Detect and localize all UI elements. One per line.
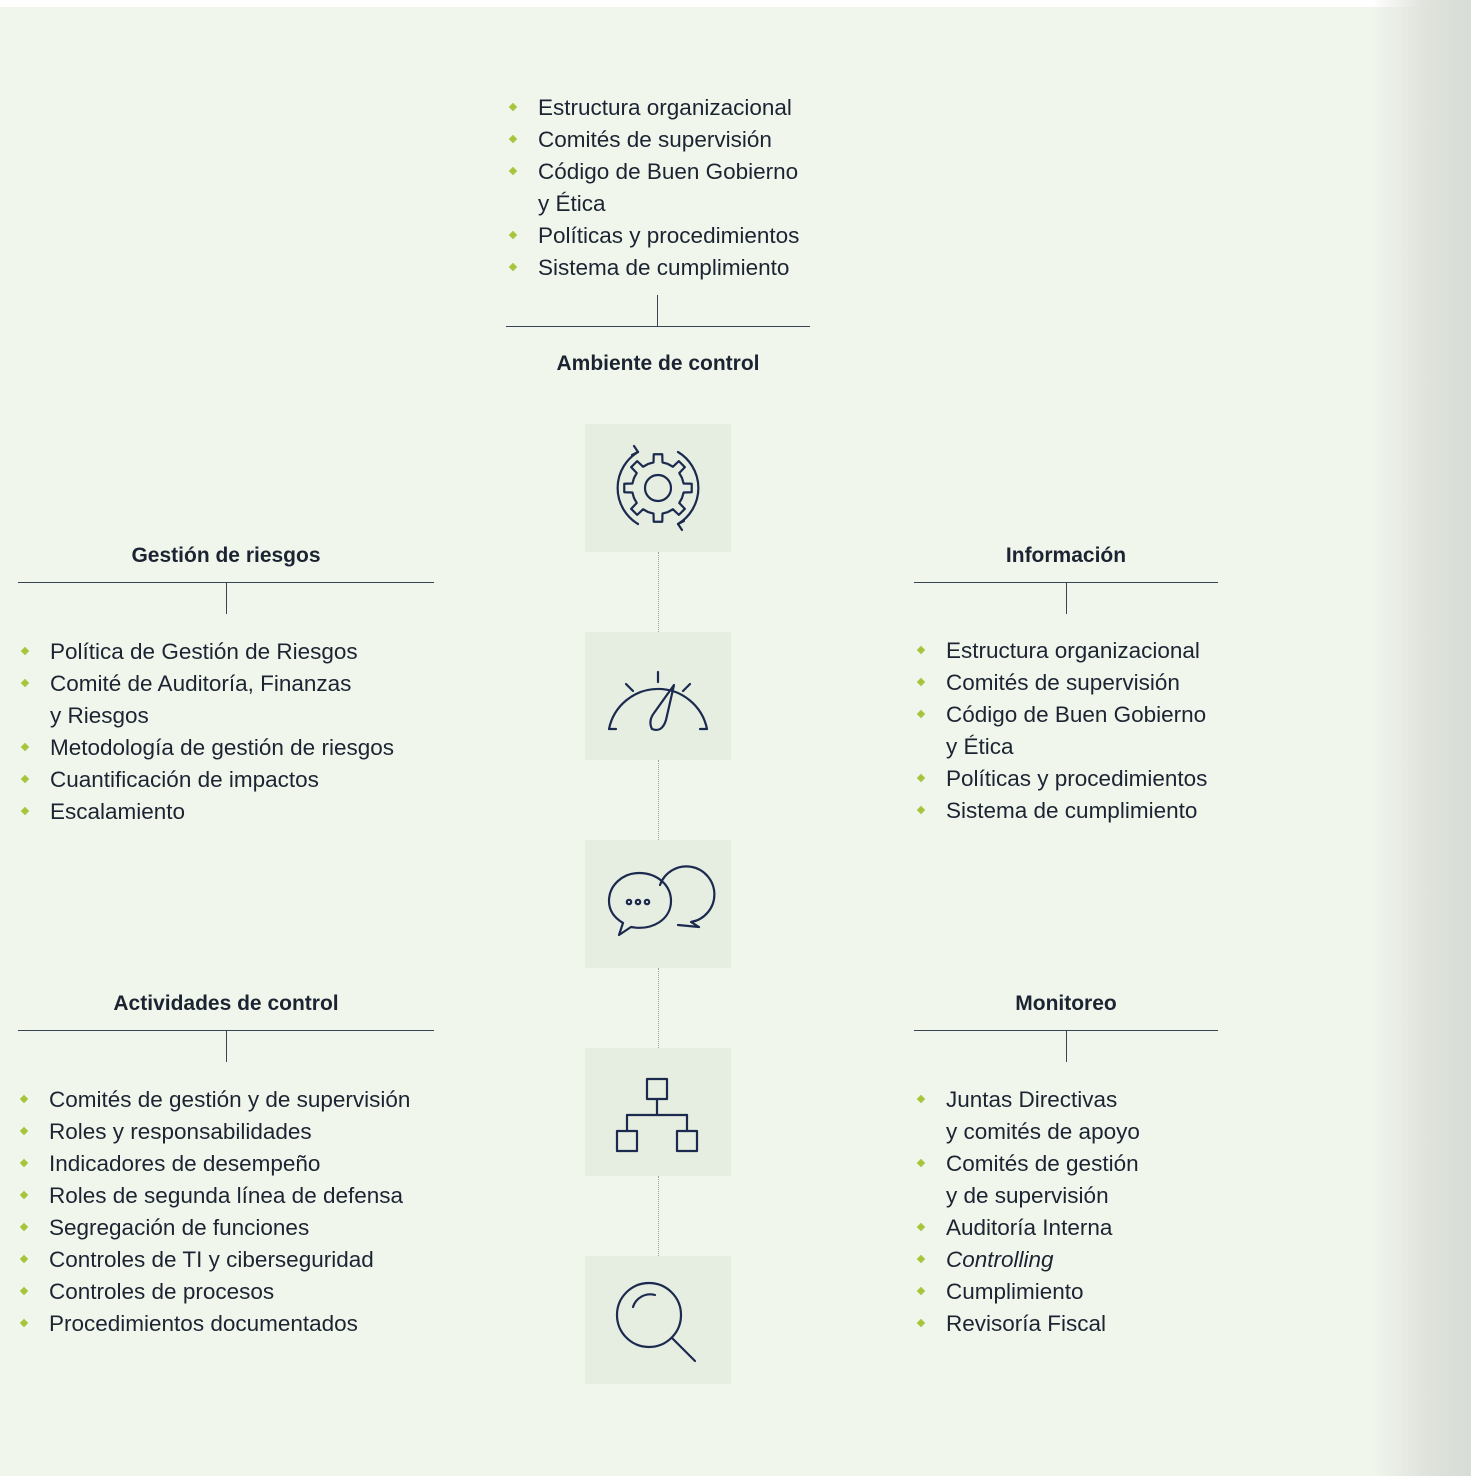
- list-item-text: Escalamiento: [50, 799, 186, 824]
- list-item: Controlling: [915, 1244, 1140, 1276]
- list-item-text: Código de Buen Gobierno: [946, 702, 1207, 727]
- riesgos-rule: [18, 582, 434, 583]
- speedometer-icon: [607, 670, 709, 732]
- list-item-text: Políticas y procedimientos: [946, 766, 1208, 791]
- list-item-text: Juntas Directivas: [946, 1087, 1118, 1112]
- list-item-text: Revisoría Fiscal: [946, 1311, 1107, 1336]
- list-item: Comités de gestión y de supervisión: [18, 1084, 410, 1116]
- list-item: Política de Gestión de Riesgos: [19, 636, 394, 668]
- list-item-text: y comités de apoyo: [946, 1119, 1140, 1144]
- list-item-text: Segregación de funciones: [49, 1215, 310, 1240]
- chat-bubbles-icon-box: [585, 840, 731, 968]
- list-item: Cuantificación de impactos: [19, 764, 394, 796]
- monitoreo-rule: [914, 1030, 1218, 1031]
- list-item-text: Cuantificación de impactos: [50, 767, 319, 792]
- ambiente-rule: [506, 326, 810, 327]
- hierarchy-icon: [615, 1077, 699, 1153]
- gear-cycle-icon-box: [585, 424, 731, 552]
- chat-bubbles-icon: [607, 865, 716, 937]
- list-item-text: Metodología de gestión de riesgos: [50, 735, 394, 760]
- list-item-text: Auditoría Interna: [946, 1215, 1113, 1240]
- list-item: Estructura organizacional: [915, 635, 1207, 667]
- magnifier-icon: [615, 1281, 697, 1363]
- list-item-text: Comité de Auditoría, Finanzas: [50, 671, 352, 696]
- list-item-text: Política de Gestión de Riesgos: [50, 639, 358, 664]
- list-item-text: Código de Buen Gobierno: [538, 159, 799, 184]
- list-item: Segregación de funciones: [18, 1212, 410, 1244]
- gear-cycle-icon: [616, 444, 700, 532]
- list-item-text: Controlling: [946, 1247, 1054, 1272]
- list-item: Revisoría Fiscal: [915, 1308, 1140, 1340]
- list-item-text: Cumplimiento: [946, 1279, 1084, 1304]
- list-item: Estructura organizacional: [507, 92, 799, 124]
- informacion-connector: [1066, 583, 1067, 614]
- magnifier-icon-box: [585, 1256, 731, 1384]
- list-item: Código de Buen Gobierno y Ética: [915, 699, 1207, 763]
- list-item-text: Estructura organizacional: [538, 95, 792, 120]
- list-item-text: Políticas y procedimientos: [538, 223, 800, 248]
- list-item: Indicadores de desempeño: [18, 1148, 410, 1180]
- actividades-rule: [18, 1030, 434, 1031]
- list-item: Controles de TI y ciberseguridad: [18, 1244, 410, 1276]
- actividades-heading: Actividades de control: [113, 992, 339, 1015]
- icon-connector-4: [658, 1176, 659, 1256]
- list-item-text: y Ética: [946, 734, 1014, 759]
- actividades-connector: [226, 1031, 227, 1062]
- hierarchy-icon-box: [585, 1048, 731, 1176]
- list-item-text: Procedimientos documentados: [49, 1311, 358, 1336]
- list-item-text: Indicadores de desempeño: [49, 1151, 321, 1176]
- list-item: Comités de supervisión: [507, 124, 799, 156]
- list-item-text: Comités de supervisión: [538, 127, 772, 152]
- list-item: Sistema de cumplimiento: [915, 795, 1207, 827]
- icon-connector-2: [658, 760, 659, 840]
- list-item-text: Estructura organizacional: [946, 638, 1200, 663]
- riesgos-connector: [226, 583, 227, 614]
- list-item: Cumplimiento: [915, 1276, 1140, 1308]
- list-item: Juntas Directivas y comités de apoyo: [915, 1084, 1140, 1148]
- list-item: Comités de gestión y de supervisión: [915, 1148, 1140, 1212]
- list-item-text: Comités de supervisión: [946, 670, 1180, 695]
- list-item-text: Controles de TI y ciberseguridad: [49, 1247, 374, 1272]
- informacion-heading: Información: [1005, 544, 1127, 567]
- list-item: Políticas y procedimientos: [507, 220, 799, 252]
- list-item: Sistema de cumplimiento: [507, 252, 799, 284]
- list-item: Escalamiento: [19, 796, 394, 828]
- list-item: Código de Buen Gobierno y Ética: [507, 156, 799, 220]
- list-item-text: Sistema de cumplimiento: [946, 798, 1198, 823]
- list-item: Comités de supervisión: [915, 667, 1207, 699]
- ambiente-connector: [657, 295, 658, 326]
- list-item: Roles y responsabilidades: [18, 1116, 410, 1148]
- informacion-rule: [914, 582, 1218, 583]
- list-item-text: y Ética: [538, 191, 606, 216]
- top-strip: [0, 0, 1471, 7]
- list-item-text: Controles de procesos: [49, 1279, 275, 1304]
- list-item-text: Comités de gestión y de supervisión: [49, 1087, 411, 1112]
- list-item-text: y Riesgos: [50, 703, 149, 728]
- icon-connector-1: [658, 552, 659, 632]
- list-item: Comité de Auditoría, Finanzas y Riesgos: [19, 668, 394, 732]
- list-item: Políticas y procedimientos: [915, 763, 1207, 795]
- ambiente-heading: Ambiente de control: [556, 352, 760, 375]
- list-item-text: Roles de segunda línea de defensa: [49, 1183, 404, 1208]
- list-item-text: Roles y responsabilidades: [49, 1119, 312, 1144]
- riesgos-heading: Gestión de riesgos: [131, 544, 321, 567]
- list-item: Roles de segunda línea de defensa: [18, 1180, 410, 1212]
- list-item-text: Comités de gestión: [946, 1151, 1139, 1176]
- list-item: Auditoría Interna: [915, 1212, 1140, 1244]
- list-item: Procedimientos documentados: [18, 1308, 410, 1340]
- list-item: Controles de procesos: [18, 1276, 410, 1308]
- monitoreo-connector: [1066, 1031, 1067, 1062]
- icon-connector-3: [658, 968, 659, 1048]
- speedometer-icon-box: [585, 632, 731, 760]
- page-edge-shadow: [1371, 0, 1471, 1476]
- list-item-text: Sistema de cumplimiento: [538, 255, 790, 280]
- list-item-text: y de supervisión: [946, 1183, 1109, 1208]
- list-item: Metodología de gestión de riesgos: [19, 732, 394, 764]
- monitoreo-heading: Monitoreo: [1015, 992, 1117, 1015]
